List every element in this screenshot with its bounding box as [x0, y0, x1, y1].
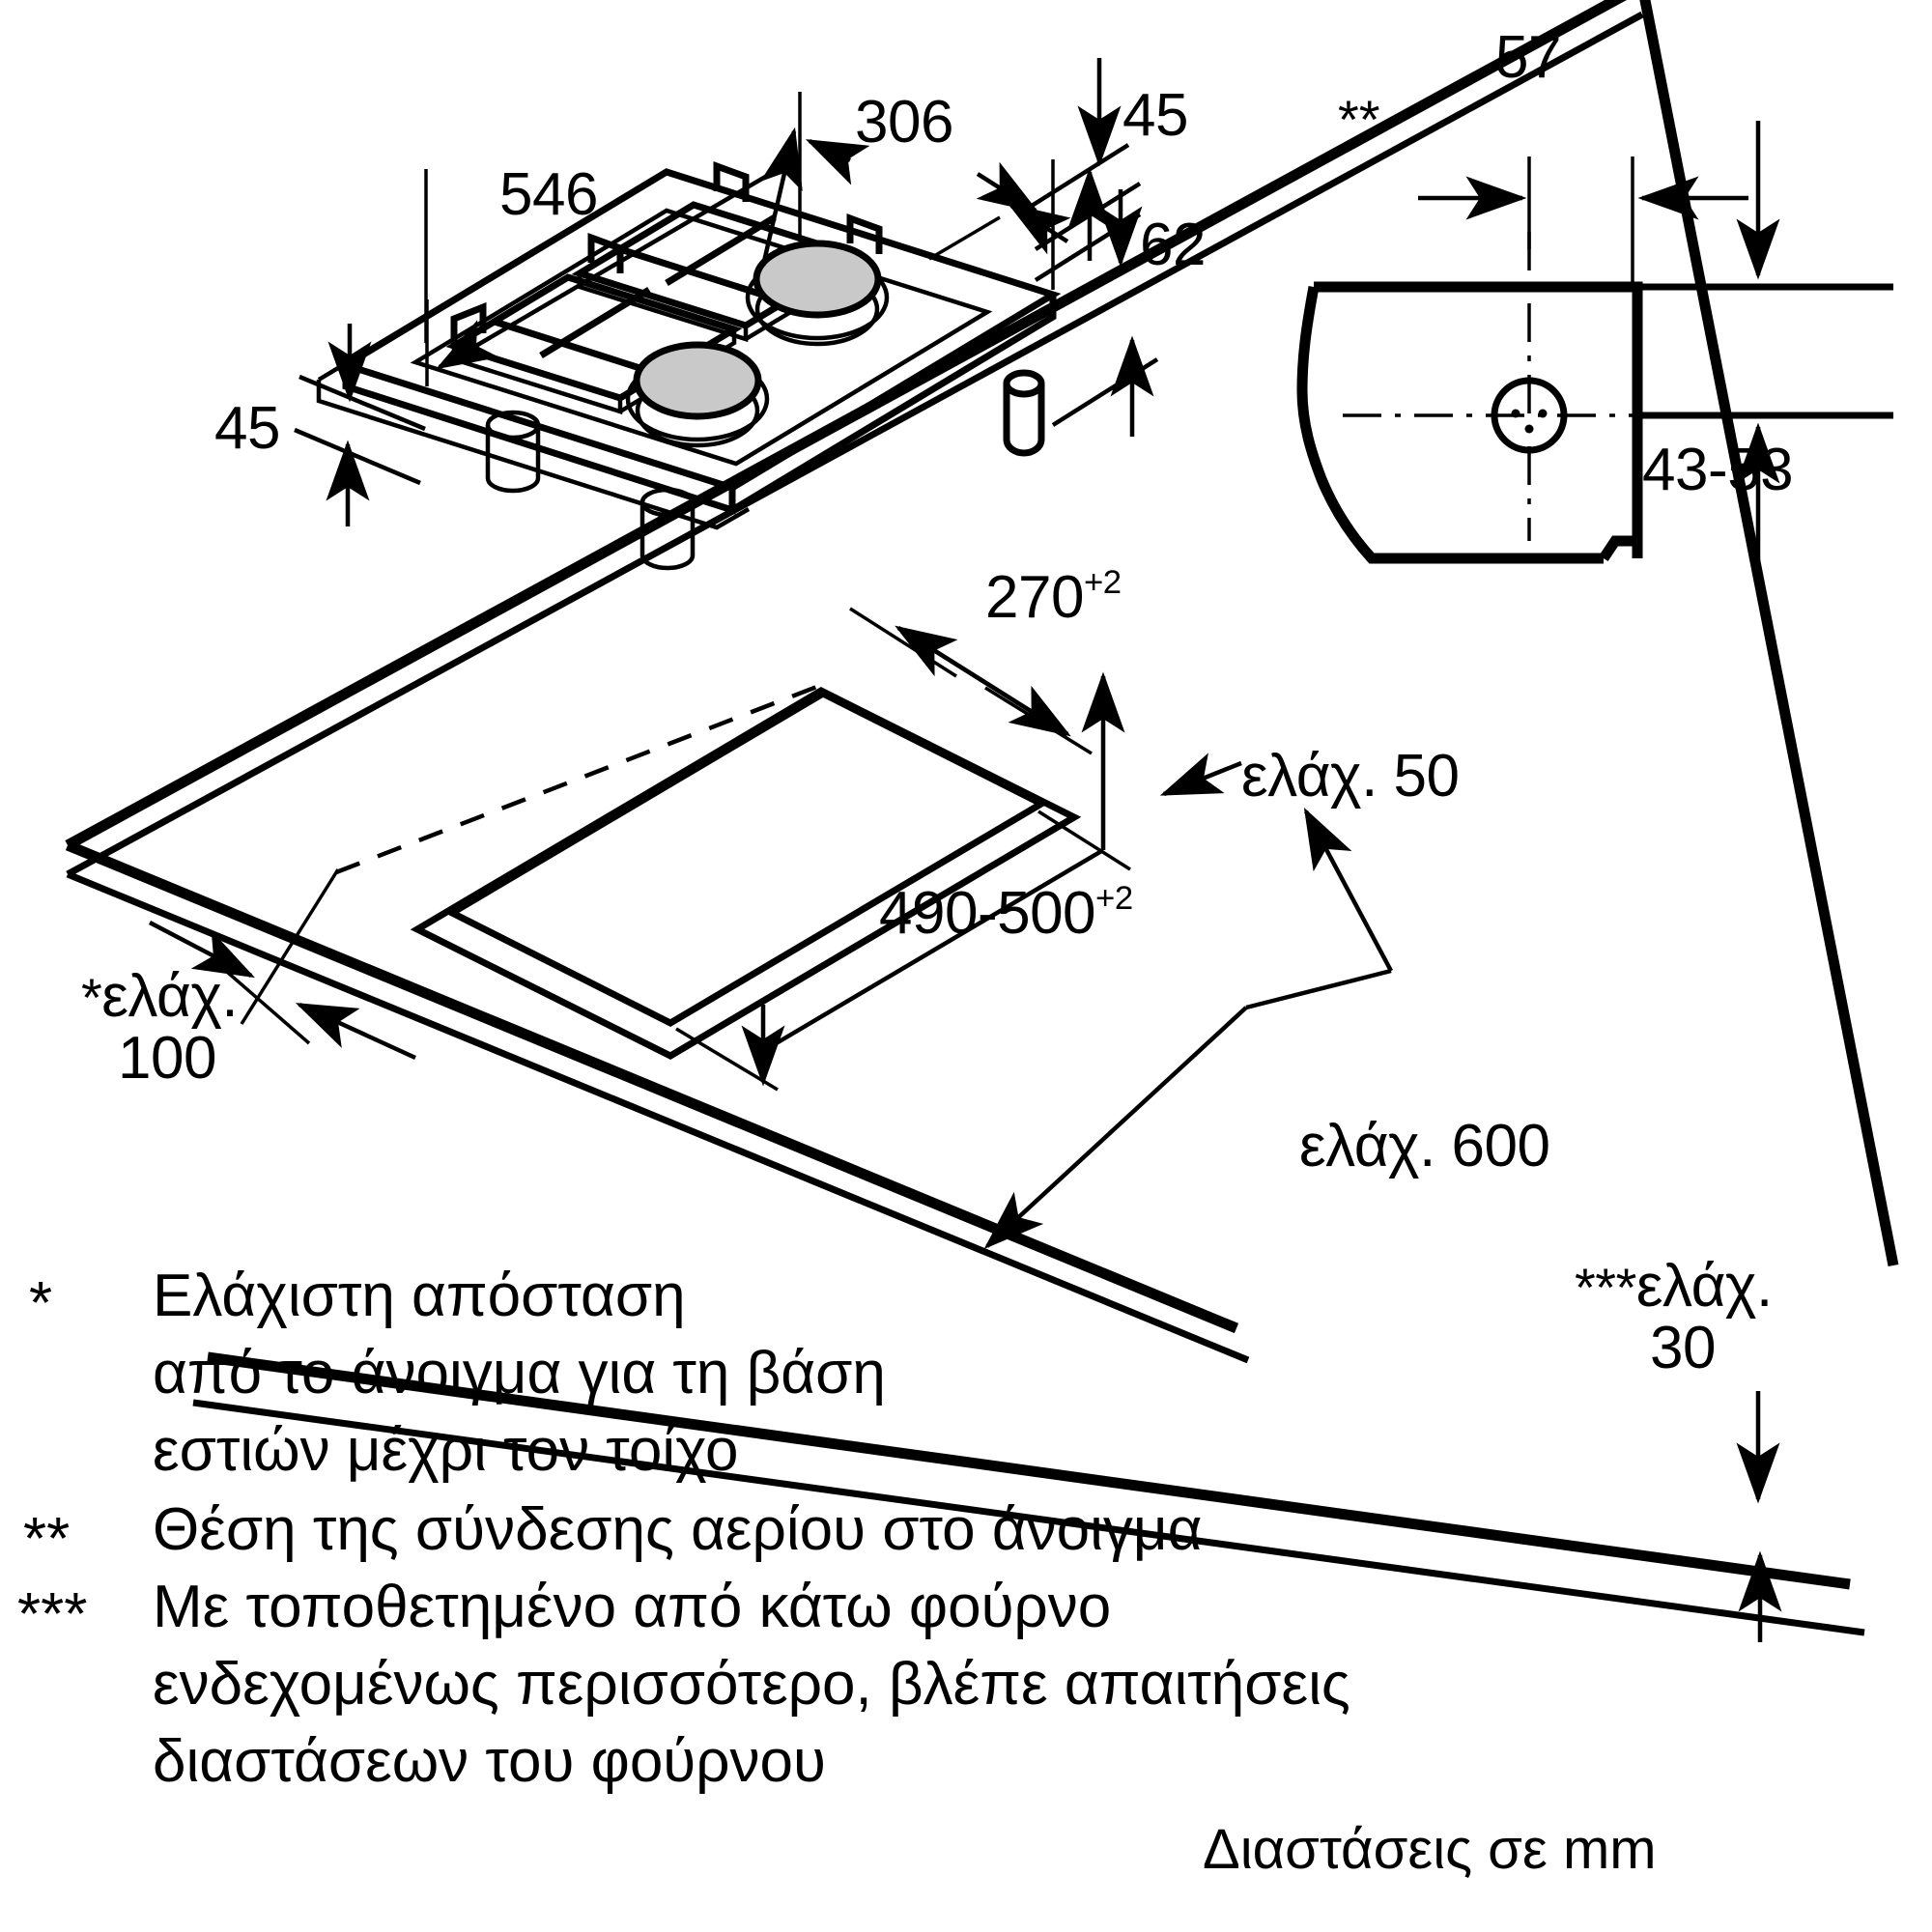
ext-62-b [1051, 357, 1159, 427]
gas-connection-circle [1491, 377, 1568, 454]
footnote-3-mark: *** [17, 1581, 88, 1648]
units-note: Διαστάσεις σε mm [1203, 1818, 1657, 1881]
ext-45-left-a [298, 374, 426, 432]
projection-dashed-line [335, 683, 820, 875]
dim-label-490-500: 490-500+2 [879, 881, 1133, 945]
footnote-1-line-3: εστιών μέχρι τον τοίχο [153, 1417, 739, 1484]
worktop-isometric-view [65, 0, 1899, 1636]
footnote-3-line-3: διαστάσεων του φούρνου [153, 1728, 826, 1795]
dim-arrow-100-left [295, 1002, 416, 1061]
footnote-2-mark: ** [23, 1506, 71, 1573]
worktop-front-edge-top [207, 1351, 1851, 1590]
worktop-surface-b [66, 870, 1250, 1364]
worktop-cutout [410, 687, 1082, 1060]
footnote-2-line-1: Θέση της σύνδεσης αερίου στο άνοιγμα [153, 1496, 1203, 1563]
dim-arrow-270-down [896, 626, 1071, 737]
dim-label-43-53: 43-53 [1642, 437, 1794, 503]
dim-label-min-100: *ελάχ.100 [81, 963, 239, 1093]
dim-arrow-306-left [759, 127, 803, 267]
worktop-front-edge-bottom [192, 1399, 1865, 1636]
marker-single-asterisk: * [81, 967, 102, 1028]
worktop-dimension-lines [148, 607, 1782, 1642]
gas-connection-section-view [1296, 121, 1893, 580]
hob-recess-outline [410, 208, 993, 467]
dim-arrow-306-right [805, 138, 870, 185]
marker-double-asterisk: ** [1338, 89, 1380, 150]
witness-490-a [1037, 810, 1131, 871]
dim-line-600-upper [1245, 968, 1392, 1010]
section-bottom-step [1599, 535, 1637, 562]
dim-label-min-50: ελάχ. 50 [1241, 743, 1460, 810]
witness-100-b [218, 964, 311, 1045]
dim-label-306: 306 [855, 89, 953, 156]
dim-label-270-tolerance: +2 [1083, 564, 1122, 601]
gas-bolt-dot-bottom [1524, 424, 1534, 434]
dim-label-min-100-line2: 100 [118, 1025, 216, 1093]
dim-label-min-600: ελάχ. 600 [1299, 1113, 1550, 1179]
marker-triple-asterisk: *** [1575, 1257, 1636, 1318]
section-outline [1296, 281, 1643, 564]
gas-bolt-dot-left [1511, 409, 1520, 418]
dim-label-45-left: 45 [214, 395, 280, 462]
dim-arrow-600-down [983, 1006, 1248, 1250]
worktop-rear-edge-bottom [66, 11, 1644, 878]
dim-label-min-30-line2: 30 [1650, 1315, 1716, 1382]
dim-label-546: 546 [499, 161, 598, 228]
worktop-rear-edge-top [65, 0, 1628, 850]
witness-270-b [984, 686, 1093, 755]
dim-arrow-100-right [148, 921, 255, 979]
dim-label-min-30: ***ελάχ.30 [1575, 1253, 1773, 1382]
dim-line-490 [761, 848, 1105, 1053]
dim-arrow-546 [436, 167, 781, 370]
dim-label-min-30-line1: ελάχ. [1635, 1253, 1773, 1320]
witness-270-a [849, 607, 957, 678]
witness-306-right-a [928, 215, 1001, 261]
dim-label-270: 270+2 [985, 565, 1122, 629]
dim-label-62: 62 [1140, 212, 1206, 278]
dim-label-45-top: 45 [1122, 82, 1188, 149]
footnote-3-line-2: ενδεχομένως περισσότερο, βλέπε απαιτήσει… [153, 1651, 1350, 1718]
gas-connection-stub [1003, 369, 1045, 457]
dim-arrow-600-up [1303, 808, 1393, 973]
dim-label-270-value: 270 [985, 563, 1084, 631]
worktop-right-edge [1639, 0, 1899, 1267]
footnote-1-line-2: από το άνοιγμα για τη βάση [153, 1340, 886, 1406]
leader-arrow-min-50 [1159, 753, 1242, 797]
dim-label-57: 57 [1495, 24, 1561, 91]
dim-arrow-306-b [976, 161, 1039, 213]
burner-front [625, 341, 770, 448]
footnote-1-mark: * [29, 1270, 53, 1337]
footnote-3-line-1: Με τοποθετημένο από κάτω φούρνο [153, 1574, 1112, 1640]
hob-dimension-lines [294, 58, 1159, 526]
dim-label-min-100-line1: ελάχ. [101, 963, 239, 1030]
dim-label-490-500-tolerance: +2 [1095, 880, 1133, 917]
footnote-1-line-1: Ελάχιστη απόσταση [153, 1263, 686, 1329]
dim-label-490-500-value: 490-500 [879, 879, 1096, 947]
burner-rear [745, 240, 890, 347]
gas-bolt-dot-right [1538, 409, 1548, 418]
cutout-outline-outer [410, 687, 1082, 1060]
ext-45-left-b [294, 427, 421, 486]
